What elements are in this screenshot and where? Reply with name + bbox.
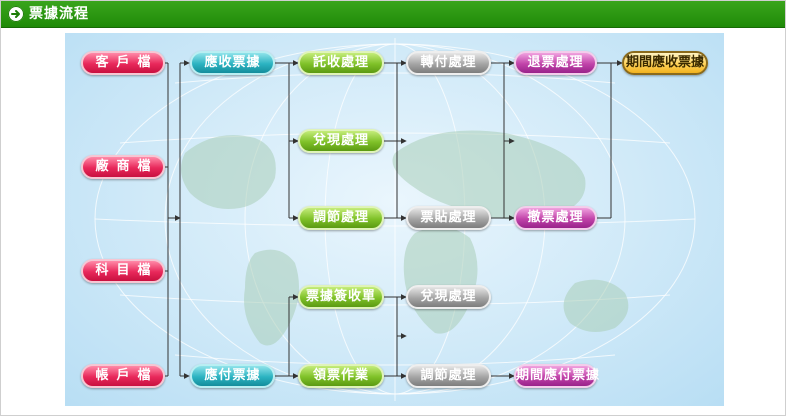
- page-title: 票據流程: [29, 6, 89, 22]
- title-bar: 票據流程: [1, 1, 785, 28]
- note-receipt-form-button[interactable]: 票據簽收單: [298, 285, 384, 309]
- adjustment-processing-button[interactable]: 調節處理: [298, 206, 384, 230]
- receivable-note-button[interactable]: 應收票據: [190, 51, 275, 75]
- vendor-file-button[interactable]: 廠商檔: [81, 155, 165, 179]
- transfer-processing-button[interactable]: 轉付處理: [406, 51, 491, 75]
- account-file-button[interactable]: 帳戶檔: [81, 364, 165, 388]
- cash-processing-button[interactable]: 兌現處理: [298, 129, 384, 153]
- payable-adjustment-processing-button[interactable]: 調節處理: [406, 364, 491, 388]
- subject-file-button[interactable]: 科目檔: [81, 259, 165, 283]
- discount-processing-button[interactable]: 票貼處理: [406, 206, 491, 230]
- receive-note-operation-button[interactable]: 領票作業: [298, 364, 384, 388]
- void-processing-button[interactable]: 撤票處理: [514, 206, 597, 230]
- payable-note-button[interactable]: 應付票據: [190, 364, 275, 388]
- collection-processing-button[interactable]: 託收處理: [298, 51, 384, 75]
- period-receivable-note-button[interactable]: 期間應收票據: [622, 51, 708, 75]
- return-processing-button[interactable]: 退票處理: [514, 51, 597, 75]
- payable-cash-processing-button[interactable]: 兌現處理: [406, 285, 491, 309]
- period-payable-note-button[interactable]: 期間應付票據: [514, 364, 599, 388]
- customer-file-button[interactable]: 客戶檔: [81, 51, 165, 75]
- circle-arrow-right-icon: [8, 6, 24, 22]
